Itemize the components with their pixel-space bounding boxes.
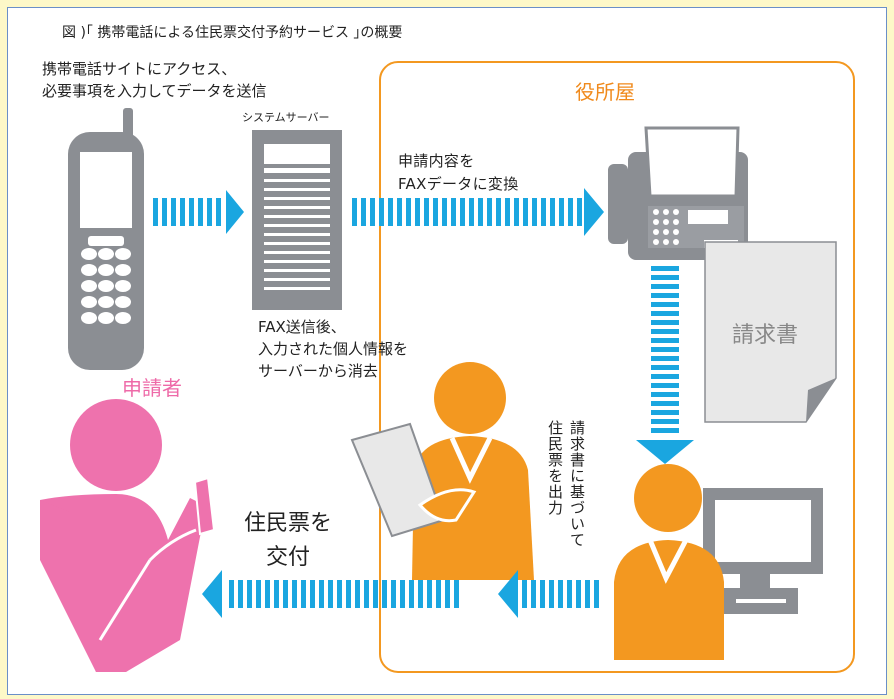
arrow-fax-to-pc — [636, 266, 694, 464]
fax-machine-icon — [608, 126, 748, 260]
applicant-icon — [40, 399, 216, 672]
fax-step-note: FAX送信後、 入力された個人情報を サーバーから消去 — [258, 316, 408, 382]
clerk-with-document-icon — [350, 362, 534, 580]
mobile-phone-icon — [68, 108, 144, 370]
fax-step-line-2: 入力された個人情報を — [258, 340, 409, 358]
convert-step-note: 申請内容を FAXデータに変換 — [398, 150, 519, 196]
issue-step-line-1: 住民票を — [244, 511, 333, 536]
convert-step-line-2: FAXデータに変換 — [398, 175, 519, 193]
server-icon — [252, 130, 342, 310]
arrow-counter-to-applicant — [202, 570, 459, 618]
phone-step-line-2: 必要事項を入力してデータを送信 — [42, 82, 267, 100]
output-step-note-col-1: 請求書に基づいて — [568, 420, 586, 548]
office-boundary — [379, 61, 855, 673]
phone-step-note: 携帯電話サイトにアクセス、 必要事項を入力してデータを送信 — [42, 58, 267, 102]
office-title: 役所屋 — [575, 80, 635, 104]
fax-step-line-3: サーバーから消去 — [258, 362, 378, 380]
server-label: システムサーバー — [242, 111, 330, 124]
arrow-phone-to-server — [153, 190, 244, 234]
diagram-caption: 図 )｢ 携帯電話による住民票交付予約サービス ｣の概要 — [62, 25, 403, 41]
fax-step-line-1: FAX送信後、 — [258, 318, 346, 336]
convert-step-line-1: 申請内容を — [398, 152, 475, 170]
clerk-at-pc-icon — [614, 464, 724, 660]
phone-step-line-1: 携帯電話サイトにアクセス、 — [42, 60, 237, 78]
computer-monitor-icon — [703, 488, 823, 614]
applicant-title: 申請者 — [122, 376, 182, 400]
invoice-label: 請求書 — [732, 323, 799, 348]
issue-step-note: 住民票を 交付 — [244, 507, 332, 575]
arrow-server-to-fax — [352, 188, 604, 236]
issue-step-line-2: 交付 — [266, 545, 311, 570]
arrow-pc-to-counter — [498, 570, 599, 618]
invoice-document-icon — [704, 241, 837, 423]
output-step-note-col-2: 住民票を出力 — [546, 420, 564, 516]
